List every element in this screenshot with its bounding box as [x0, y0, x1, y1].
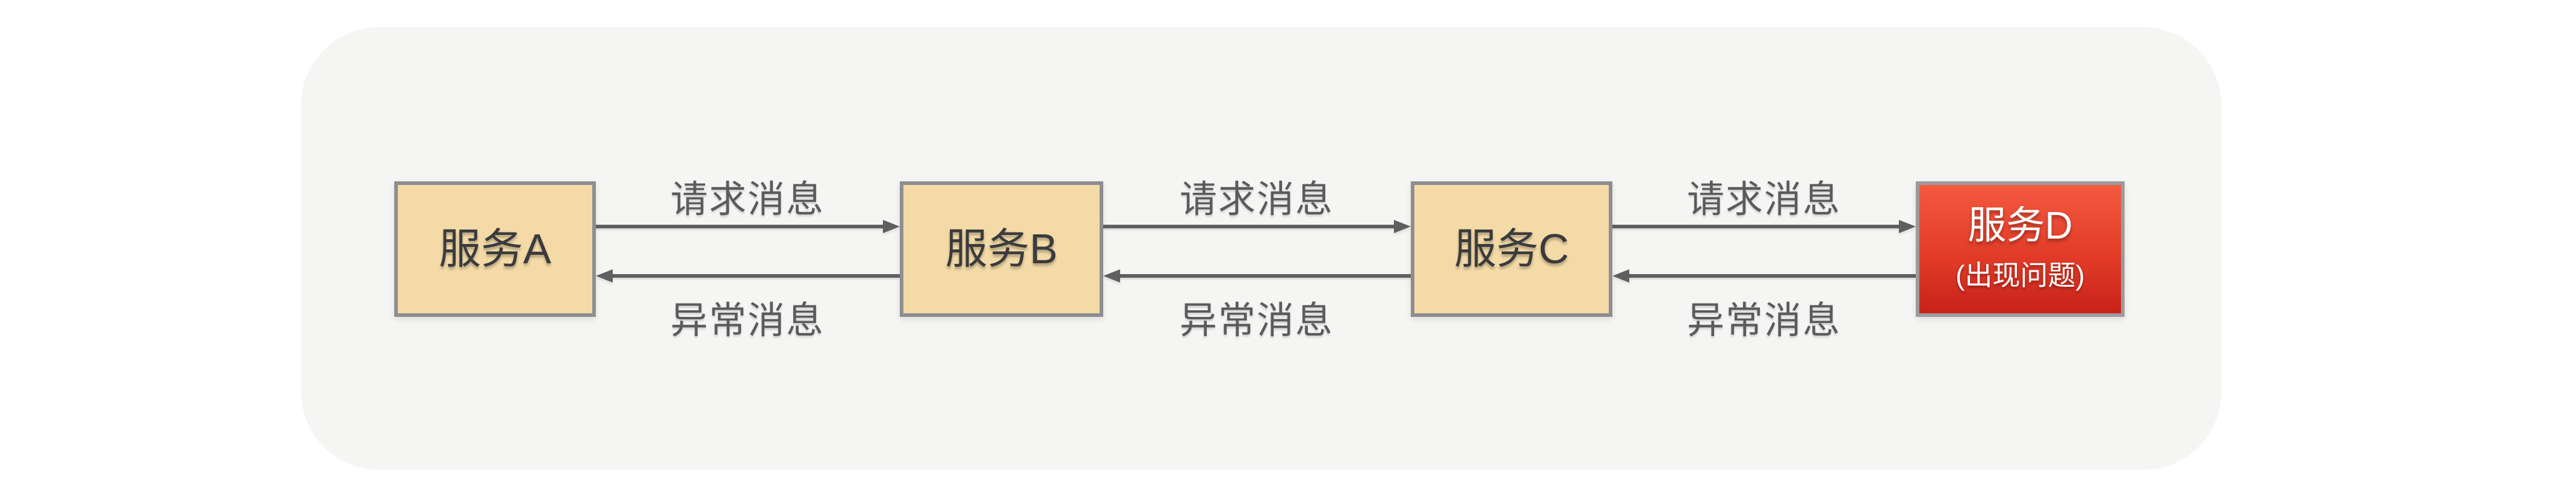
request-arrow-line-c-d [1612, 225, 1899, 228]
node-service-a-label: 服务A [439, 225, 551, 272]
error-arrow-line-b-a [613, 274, 900, 278]
request-arrowhead-c-d [1899, 220, 1916, 233]
error-arrow-line-c-b [1120, 274, 1411, 278]
request-label-c-d: 请求消息 [1686, 179, 1842, 220]
diagram-panel [301, 27, 2221, 470]
error-label-c-b: 异常消息 [1179, 300, 1334, 342]
request-arrowhead-a-b [883, 220, 900, 233]
node-service-a: 服务A [394, 181, 596, 317]
error-arrow-line-d-c [1629, 274, 1916, 278]
request-label-a-b: 请求消息 [670, 179, 825, 220]
node-service-d-sublabel: (出现问题) [1955, 260, 2085, 292]
request-arrow-line-a-b [596, 225, 883, 228]
node-service-b: 服务B [900, 181, 1103, 317]
node-service-d: 服务D (出现问题) [1916, 181, 2125, 317]
error-label-d-c: 异常消息 [1686, 300, 1842, 342]
node-service-b-label: 服务B [945, 225, 1058, 272]
request-arrow-line-b-c [1103, 225, 1394, 228]
error-arrowhead-c-b [1103, 269, 1120, 283]
node-service-c-label: 服务C [1454, 225, 1569, 272]
request-label-b-c: 请求消息 [1179, 179, 1334, 220]
error-arrowhead-d-c [1612, 269, 1629, 283]
node-service-c: 服务C [1411, 181, 1612, 317]
error-arrowhead-b-a [596, 269, 613, 283]
error-label-b-a: 异常消息 [670, 300, 825, 342]
node-service-d-label: 服务D [1968, 203, 2073, 247]
request-arrowhead-b-c [1394, 220, 1411, 233]
